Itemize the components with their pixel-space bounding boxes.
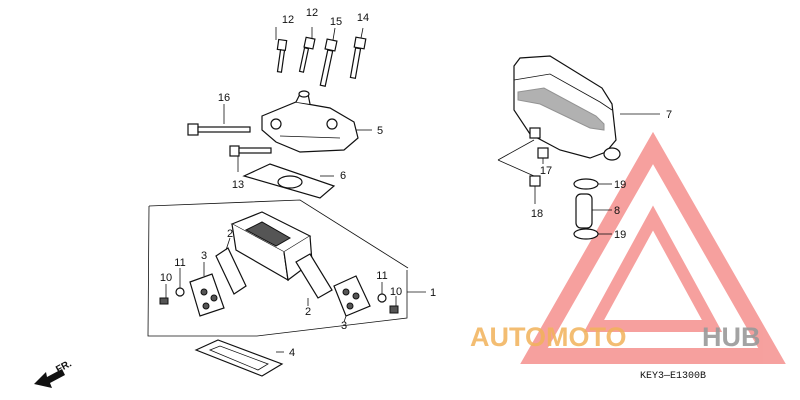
callout-11-left: 11: [174, 257, 185, 269]
bolt-16: [187, 104, 251, 136]
gasket-4: [194, 339, 284, 377]
callout-17: 17: [540, 165, 552, 177]
callout-11-right: 11: [376, 270, 387, 282]
callout-14: 14: [357, 12, 369, 24]
reed-valve-chamber-5: [261, 90, 372, 153]
callout-8: 8: [614, 205, 620, 217]
screw-10-right: [389, 296, 399, 314]
watermark-text-left: AUTOMOTO: [470, 322, 627, 352]
callout-19-top: 19: [614, 179, 626, 191]
reed-petal-2-left: [215, 237, 247, 295]
screw-11-left: [175, 268, 185, 297]
callout-16: 16: [218, 92, 230, 104]
callout-3-left: 3: [201, 250, 207, 262]
bolt-12-b: [298, 27, 316, 73]
callout-2-right: 2: [305, 306, 311, 318]
callout-19-bottom: 19: [614, 229, 626, 241]
reservoir-tank-7: [513, 55, 660, 161]
callout-6: 6: [340, 170, 346, 182]
bolt-17: [537, 147, 549, 164]
bolt-14: [349, 27, 367, 79]
bolt-12-a: [275, 27, 288, 73]
bolt-15: [319, 27, 338, 87]
reed-petal-2-right: [295, 253, 333, 306]
callout-18: 18: [531, 208, 543, 220]
reed-stopper-3-left: [189, 262, 225, 317]
bolt-13: [229, 145, 272, 172]
watermark-triangle: [520, 131, 786, 364]
reed-stopper-3-right: [333, 275, 371, 323]
gasket-6: [242, 163, 336, 199]
leader-lines-17-18: [497, 139, 535, 177]
reed-valve-assembly-box: [147, 199, 426, 337]
watermark-logo: AUTOMOTO HUB: [470, 322, 761, 352]
tube-8: [575, 193, 612, 229]
front-direction-arrow: FR.: [34, 358, 74, 388]
reed-cage: [230, 211, 313, 282]
callout-13: 13: [232, 179, 244, 191]
callout-4: 4: [289, 347, 295, 359]
callout-5: 5: [377, 125, 383, 137]
clip-19-top: [573, 178, 612, 190]
diagram-code: KEY3—E1300B: [640, 371, 706, 382]
callout-7: 7: [666, 109, 672, 121]
watermark-text-right: HUB: [702, 322, 761, 352]
front-direction-label: FR.: [54, 358, 74, 375]
callout-10-left: 10: [160, 272, 172, 284]
callout-12-a: 12: [282, 14, 294, 26]
bolt-18: [529, 175, 541, 204]
clip-19-bottom: [573, 228, 612, 240]
screw-10-left: [159, 284, 169, 305]
screw-11-right: [377, 282, 387, 303]
callout-15: 15: [330, 16, 342, 28]
callout-2-left: 2: [227, 228, 233, 240]
callout-10-right: 10: [390, 286, 402, 298]
callout-1: 1: [430, 287, 436, 299]
callout-3-right: 3: [341, 320, 347, 332]
callout-12-b: 12: [306, 7, 318, 19]
